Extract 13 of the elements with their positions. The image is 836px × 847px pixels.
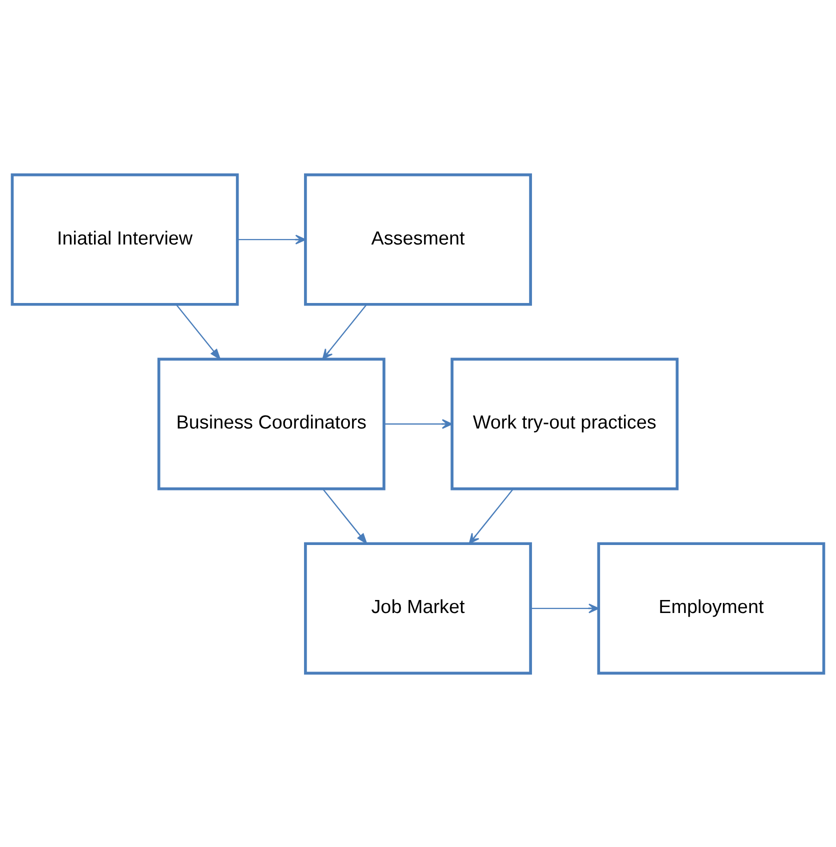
node-box: Business Coordinators xyxy=(157,357,386,490)
arrow xyxy=(322,303,368,360)
arrow xyxy=(238,234,306,244)
node-box: Assesment xyxy=(304,172,532,306)
arrow xyxy=(322,488,368,544)
node-box: Iniatial Interview xyxy=(10,172,239,306)
node-box: Job Market xyxy=(304,542,532,674)
arrow xyxy=(530,603,600,613)
arrow xyxy=(384,418,452,428)
node-box: Employment xyxy=(597,542,826,674)
node-box: Work try-out practices xyxy=(450,357,679,490)
arrow xyxy=(468,488,514,544)
arrow xyxy=(176,303,222,360)
